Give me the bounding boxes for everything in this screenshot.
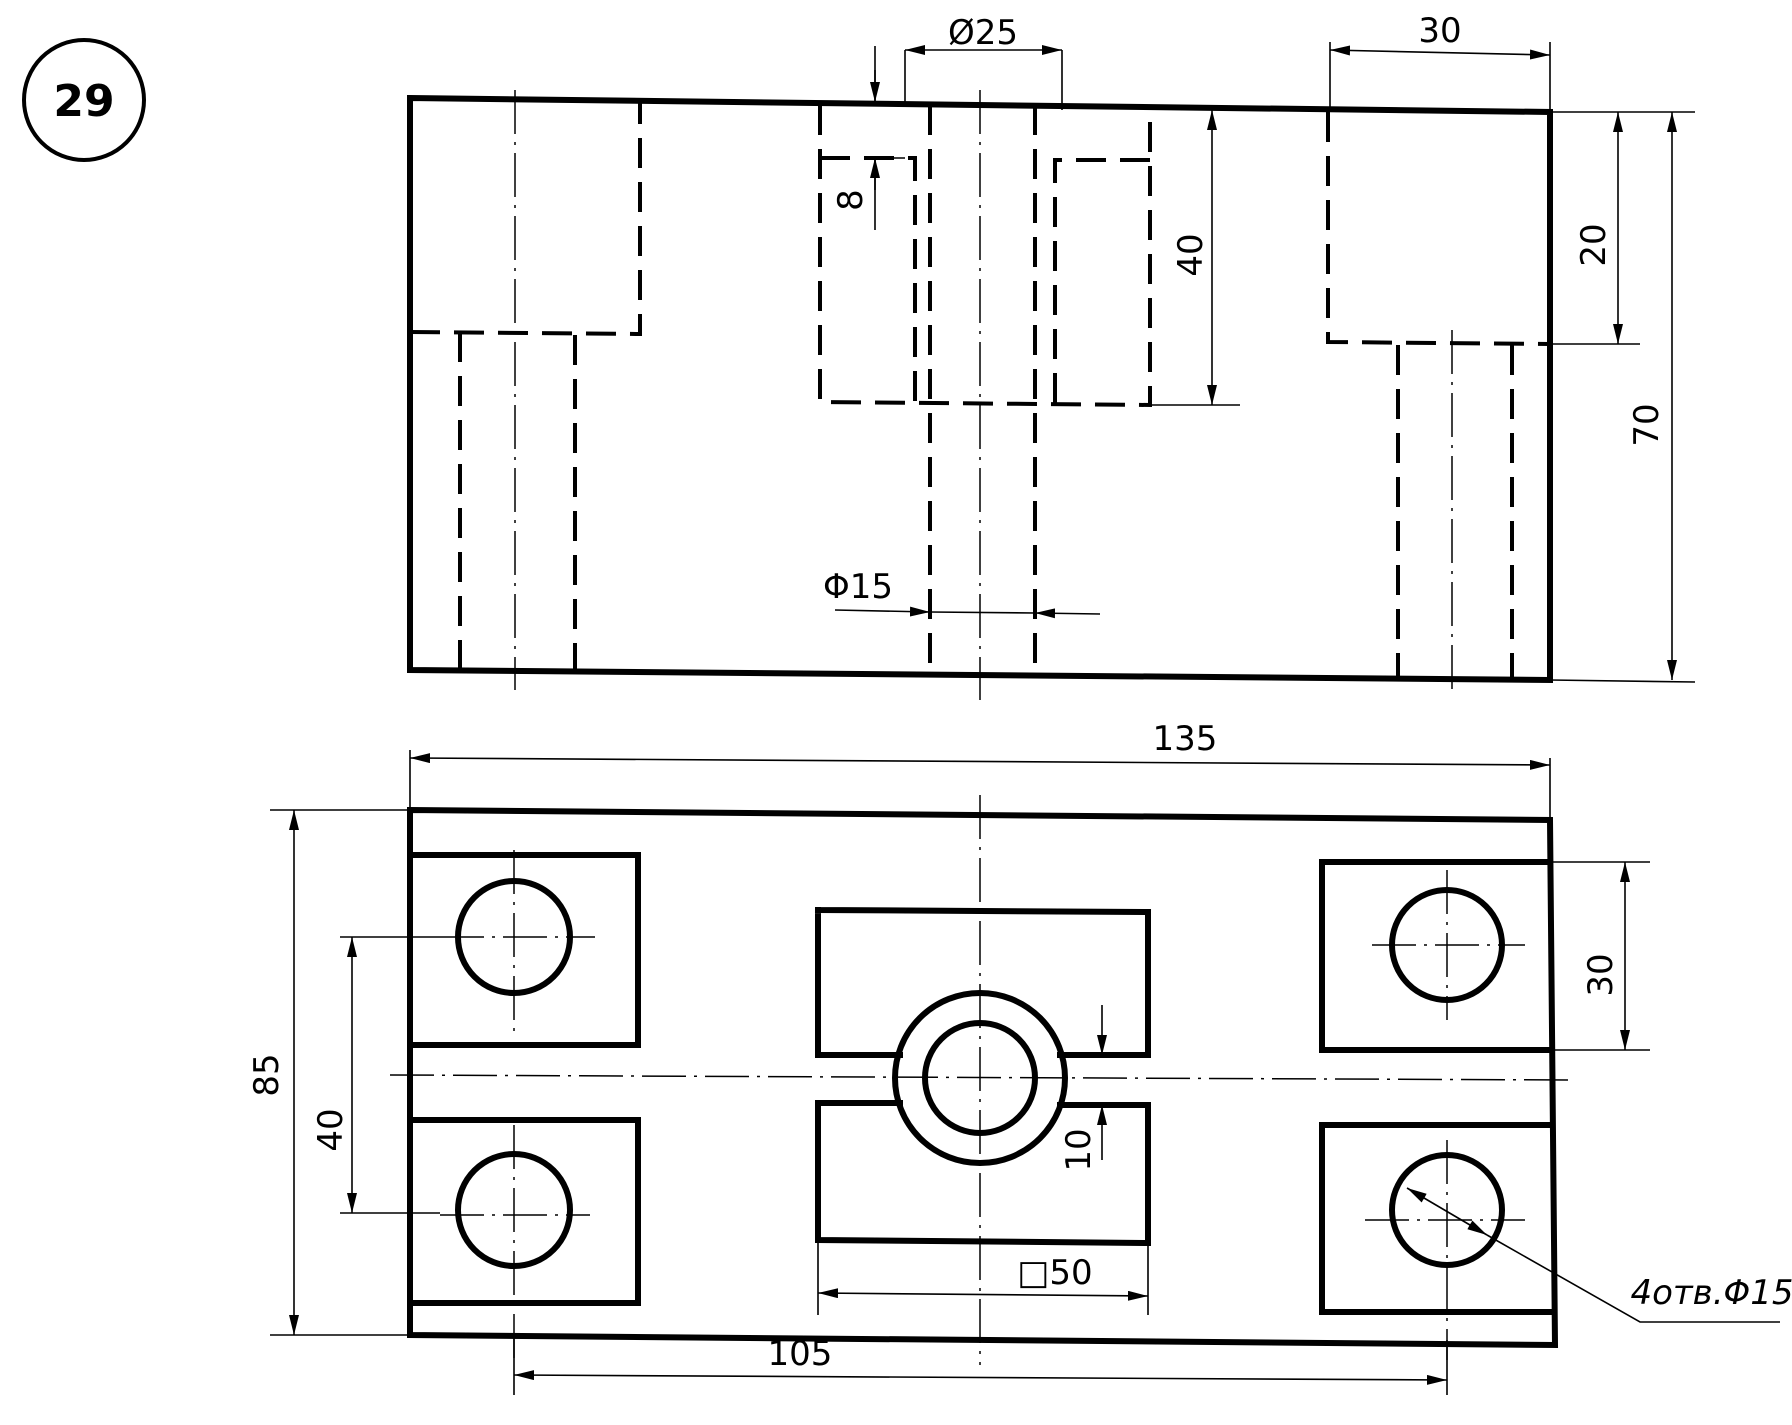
- dim-85-label: 85: [247, 1053, 287, 1096]
- pad-top-right: [1319, 859, 1553, 1053]
- dim-20-label: 20: [1574, 223, 1614, 266]
- dim-105-line: [513, 1370, 1448, 1385]
- top-view: 135 85 40 30 10 □50 105 4отв.Φ15: [247, 719, 1792, 1395]
- front-view: Ø25 30 8 40 20 70 Φ15: [407, 11, 1696, 700]
- dim-sq50-ext: [817, 1240, 1149, 1315]
- left-pocket-hidden: [409, 98, 642, 337]
- dim-slot-10-label: 10: [1059, 1128, 1099, 1171]
- dim-135-label: 135: [1153, 719, 1218, 759]
- dim-sq50-label: □50: [1017, 1253, 1092, 1293]
- center-slot-hidden: [818, 105, 1152, 408]
- dim-85-ext: [270, 809, 410, 1336]
- right-pocket-hidden: [1326, 112, 1551, 346]
- dim-pad-30-ext: [1550, 861, 1650, 1051]
- top-view-outline: [407, 806, 1559, 1349]
- dim-8-label: 8: [831, 189, 871, 211]
- pad-bottom-left: [407, 1117, 641, 1306]
- dim-135-line: [409, 753, 1551, 770]
- dim-70-label: 70: [1627, 403, 1667, 446]
- dim-sq50-line: [817, 1288, 1149, 1301]
- dim-phi15-arrow-right: [1034, 608, 1101, 619]
- top-view-horizontal-centerline: [389, 1074, 1576, 1081]
- dim-40-label: 40: [1171, 233, 1211, 276]
- dim-phi15-arrow-left: [834, 606, 931, 617]
- center-boss: [814, 906, 1152, 1247]
- dim-d25-ext: [904, 50, 1063, 110]
- center-bottom-right: [1365, 1140, 1525, 1360]
- left-hole-hidden: [458, 332, 577, 670]
- right-hole-hidden: [1396, 345, 1514, 678]
- dim-phi15-between: [929, 611, 1036, 614]
- pad-top-left: [407, 852, 641, 1048]
- holes-diameter-arrow: [1406, 1187, 1488, 1236]
- holes-leader-line: [1486, 1234, 1780, 1323]
- dim-105-label: 105: [768, 1334, 833, 1374]
- center-top-right: [1372, 870, 1525, 1020]
- center-top-left: [440, 850, 595, 1035]
- dim-105-ext: [513, 1335, 1448, 1395]
- dim-pad-30-label: 30: [1581, 953, 1621, 996]
- dim-phi15-label: Φ15: [823, 567, 893, 607]
- dim-right-ext: [1549, 111, 1696, 683]
- dim-30-label: 30: [1418, 11, 1461, 51]
- center-hole-hidden: [928, 105, 1037, 675]
- dim-hole-40-label: 40: [311, 1108, 351, 1151]
- dim-d25-label: Ø25: [948, 13, 1018, 53]
- left-counterbore-hidden: [820, 156, 917, 402]
- pad-bottom-right: [1319, 1122, 1553, 1315]
- sheet-number: 29: [53, 76, 114, 127]
- sheet-number-badge: 29: [22, 38, 146, 162]
- holes-note: 4отв.Φ15: [1630, 1273, 1792, 1313]
- dim-8-ext: [874, 46, 905, 230]
- dim-30-line: [1329, 45, 1551, 60]
- right-counterbore-hidden: [1053, 158, 1150, 405]
- center-bottom-left: [440, 1125, 590, 1360]
